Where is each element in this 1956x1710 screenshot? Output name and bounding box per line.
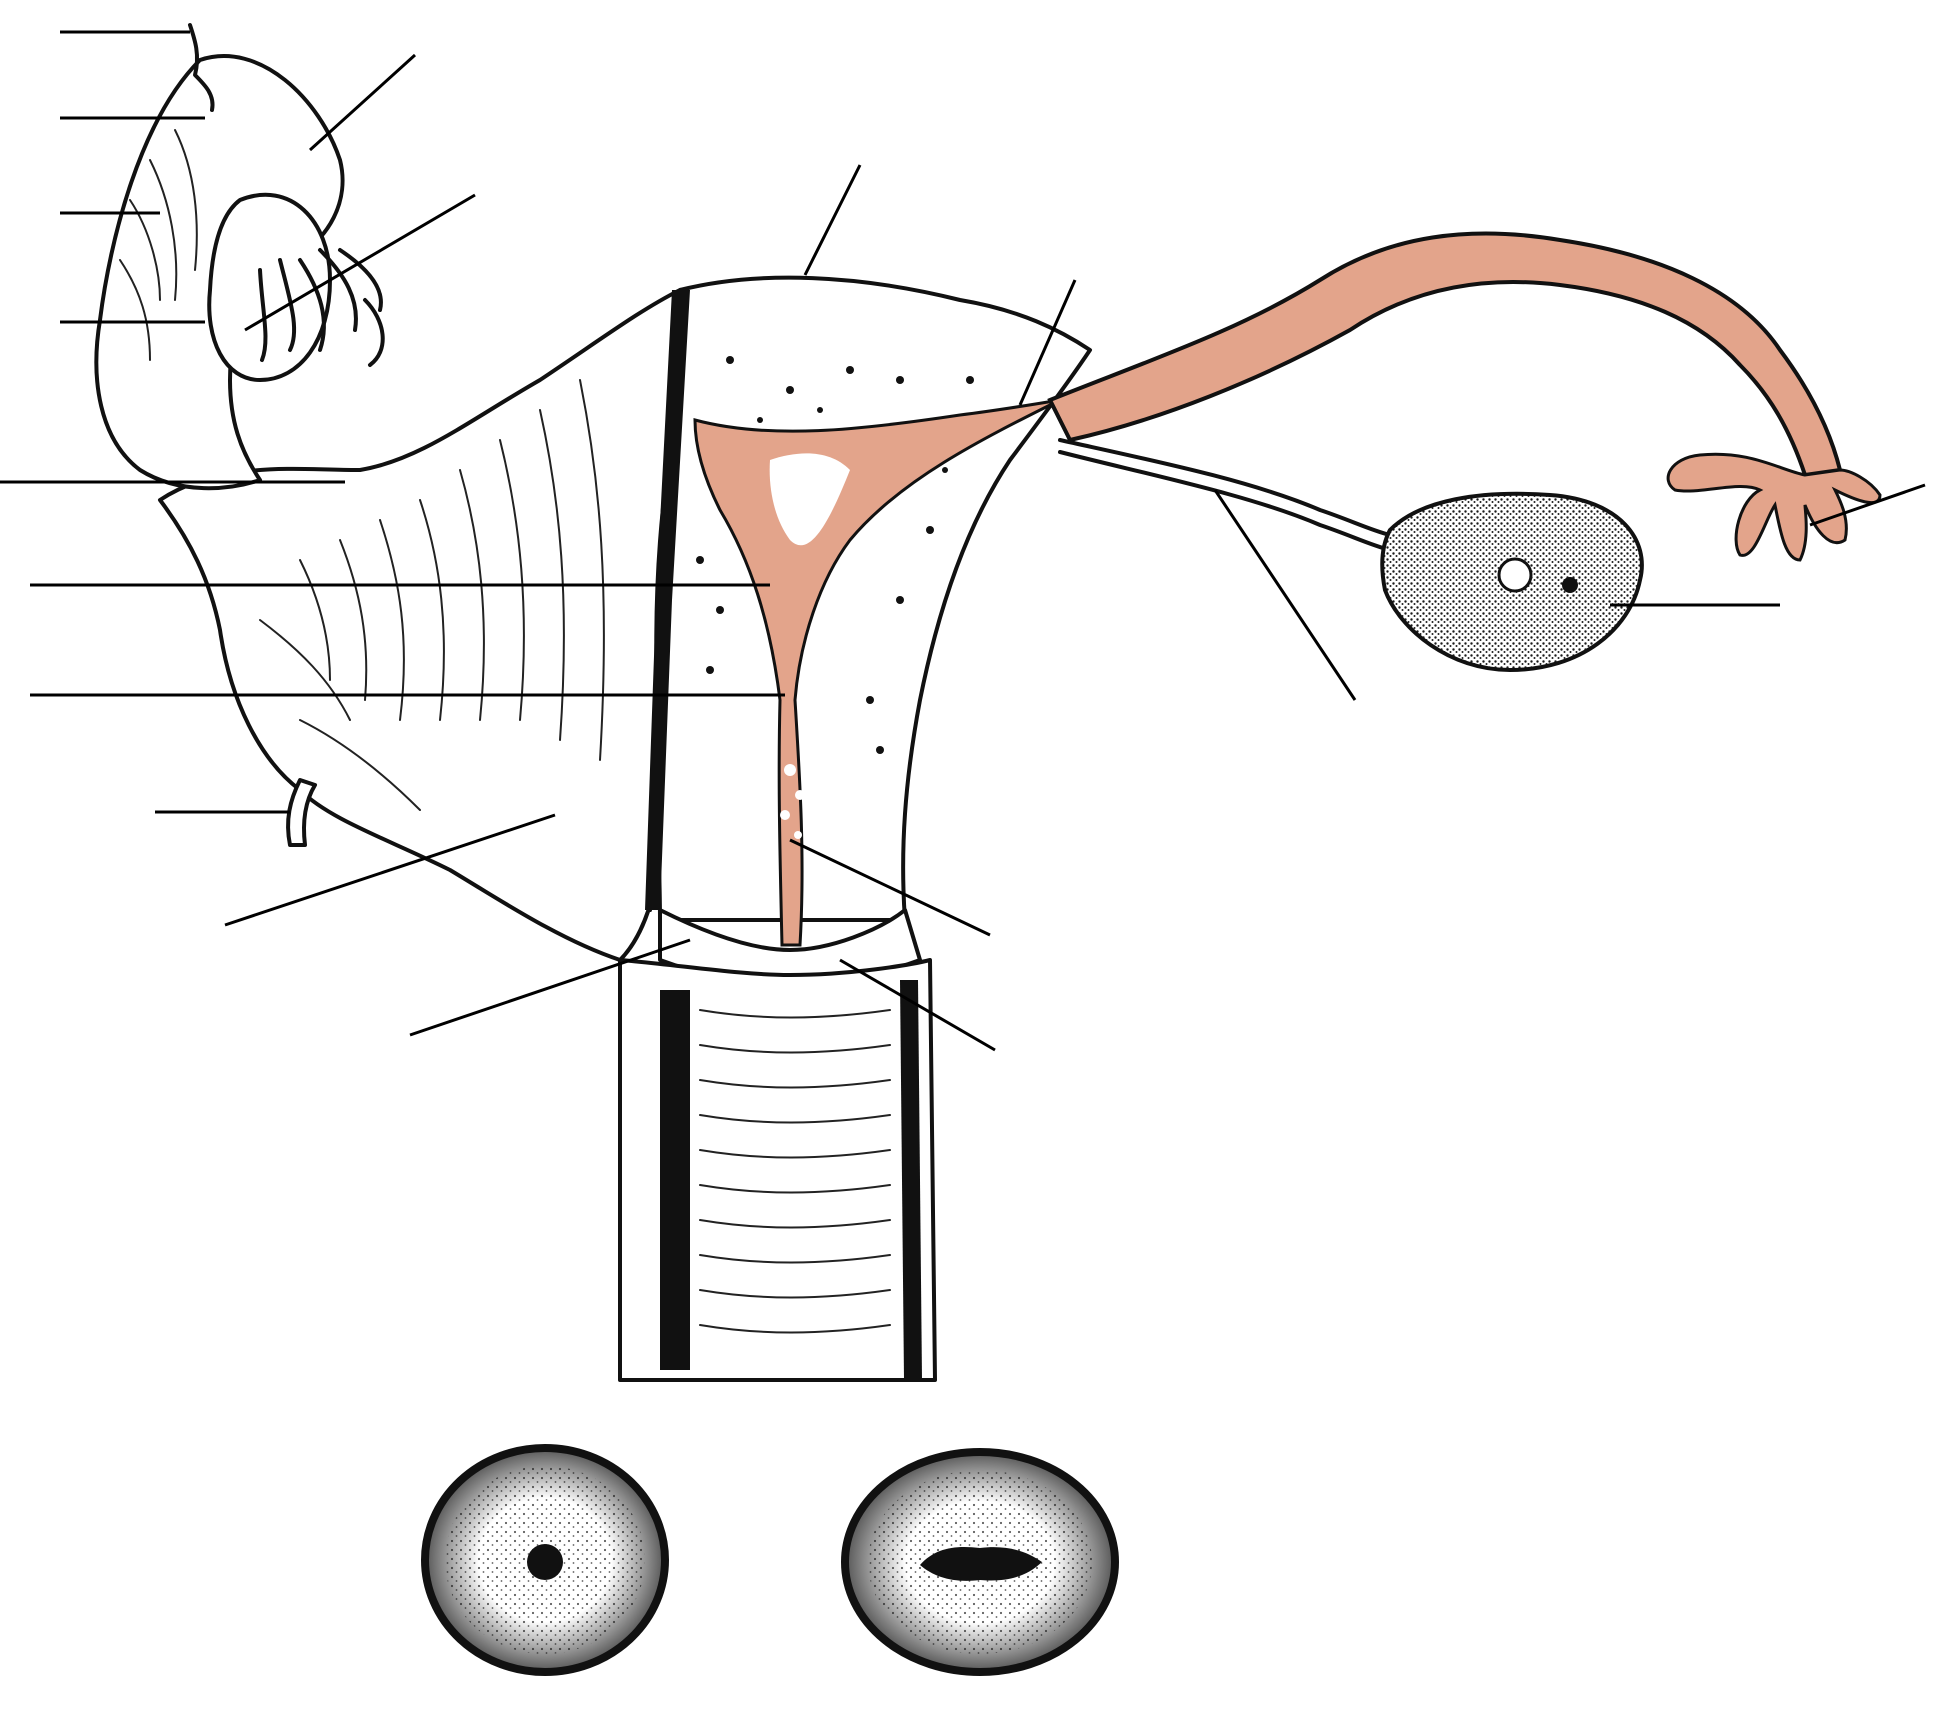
leader-line-12 — [244, 193, 476, 332]
right-fimbriae — [1666, 452, 1882, 562]
leader-line-11 — [308, 53, 417, 152]
cavity-highlight — [769, 453, 850, 546]
vaginal-canal — [660, 990, 690, 1370]
ovarian-follicle — [1497, 557, 1533, 593]
left-ovary — [207, 192, 332, 382]
left-tube-hatching — [119, 129, 198, 361]
uterine-cavity — [693, 398, 1061, 947]
vaginal-rugae — [699, 1009, 891, 1334]
uterus-body[interactable] — [653, 275, 1092, 922]
round-os — [527, 1544, 563, 1580]
leader-line-10 — [409, 938, 691, 1037]
leader-line-13 — [803, 164, 862, 276]
uterine-wall-dark-band — [645, 290, 690, 910]
leader-line-18 — [1809, 483, 1926, 527]
vaginal-wall-right — [900, 980, 922, 1380]
parous-os-inset — [841, 1448, 1119, 1676]
leader-line-14 — [1018, 279, 1077, 406]
left-fimbriae — [258, 248, 385, 367]
nulliparous-os-inset — [421, 1444, 669, 1676]
leader-line-16 — [789, 838, 991, 937]
ovarian-ligament-lower — [1058, 450, 1392, 552]
slit-os — [920, 1546, 1042, 1581]
label-leader-lines — [0, 30, 1926, 1052]
myometrium-stipple — [696, 356, 974, 754]
leader-line-17 — [839, 958, 996, 1052]
vagina[interactable] — [618, 958, 937, 1382]
ovarian-follicle-small — [1562, 577, 1578, 593]
leader-line-9 — [224, 813, 556, 927]
round-ligament — [286, 778, 317, 847]
right-uterine-tube[interactable] — [1047, 231, 1843, 478]
cervical-canal-folds — [780, 764, 805, 839]
leader-line-15 — [1213, 489, 1357, 701]
ovarian-vessel-stub — [188, 23, 215, 112]
ovarian-ligament — [1058, 438, 1392, 537]
